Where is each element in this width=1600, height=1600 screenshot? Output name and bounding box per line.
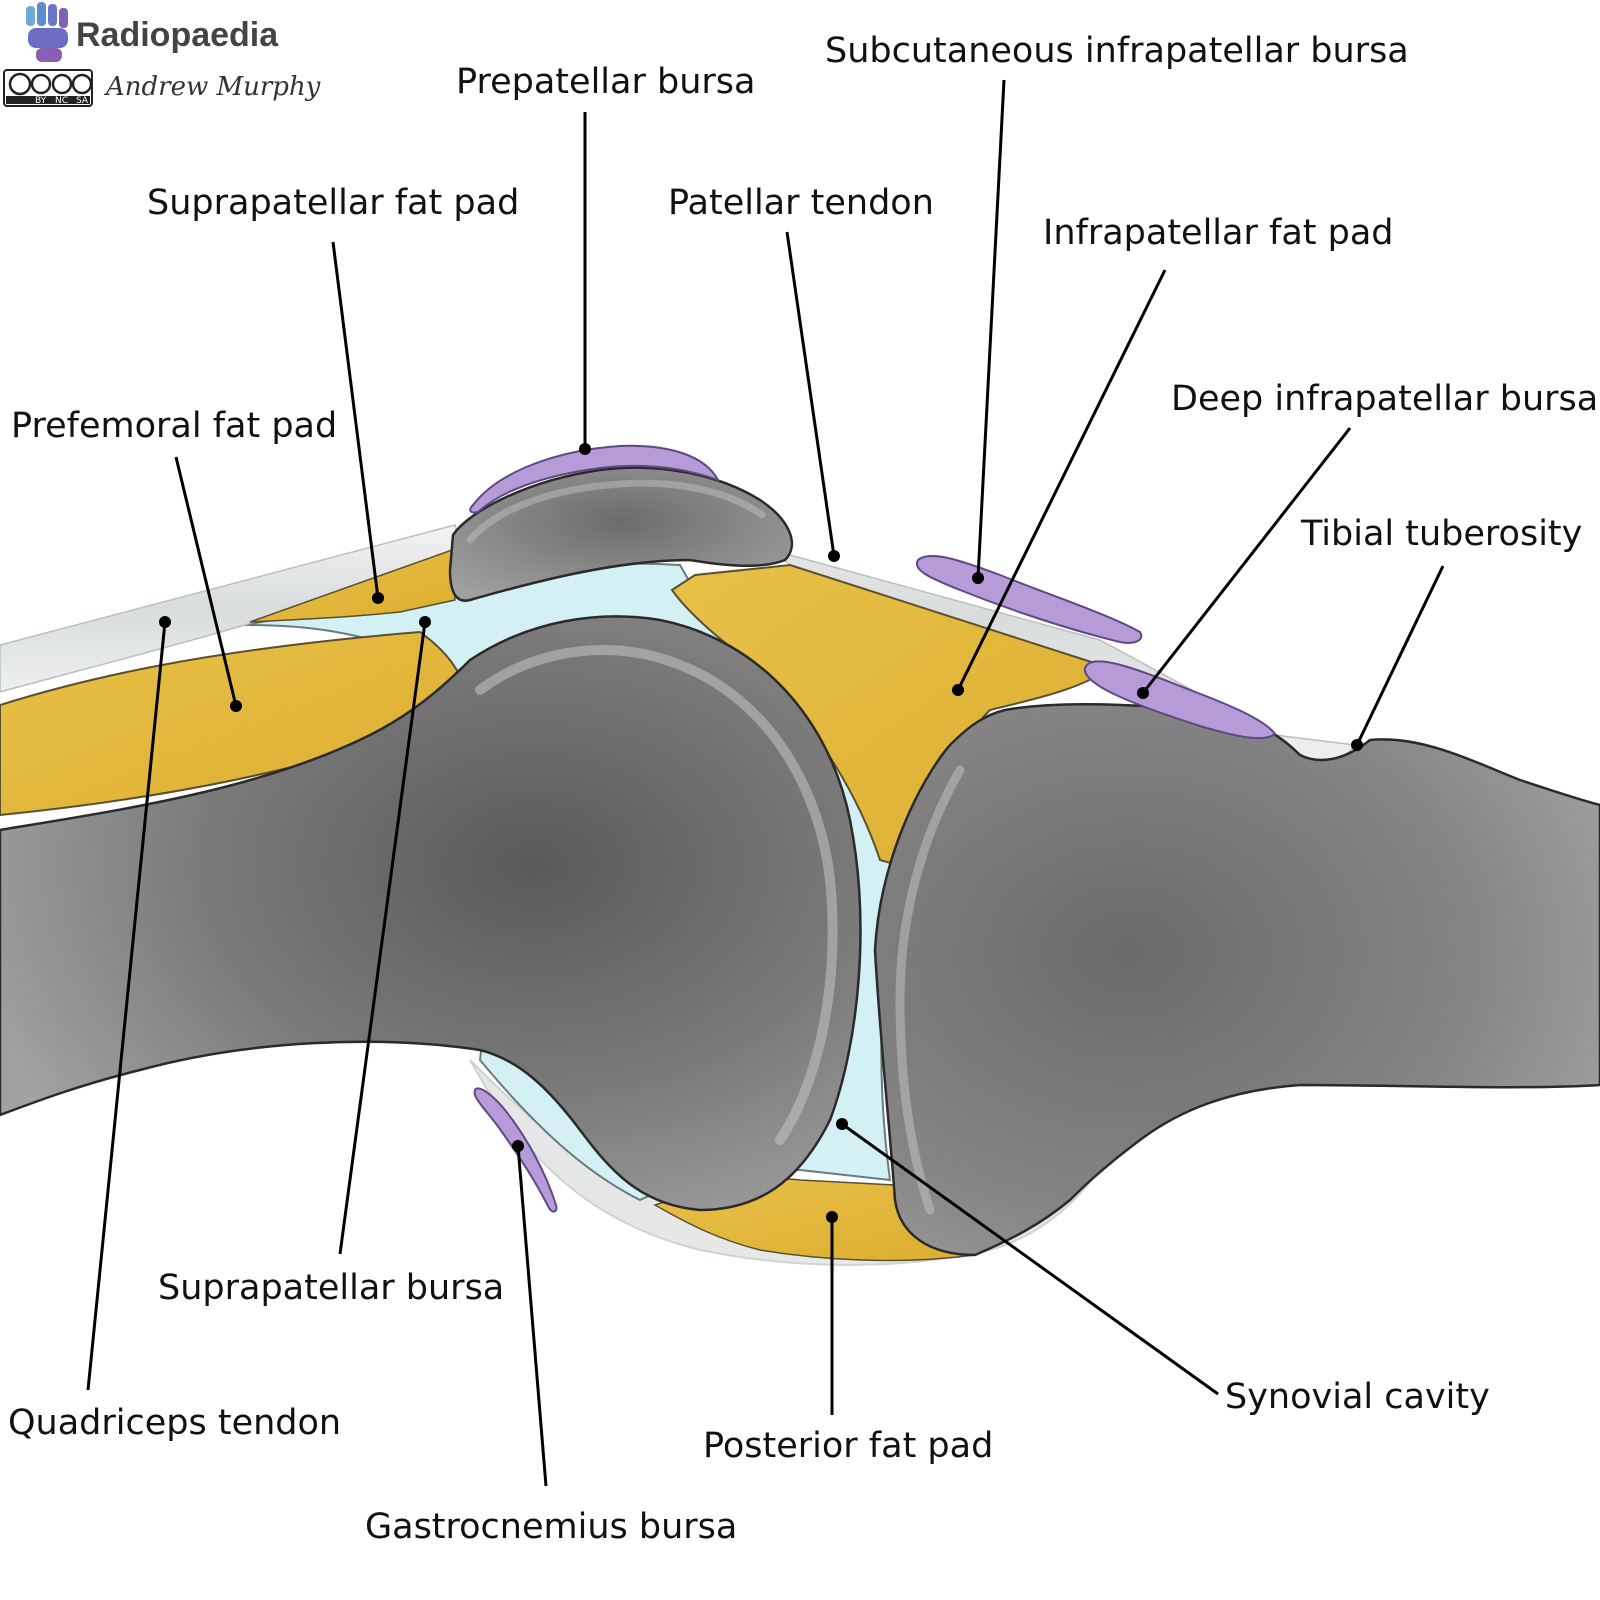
dot-patellar-tendon	[828, 550, 840, 562]
suprapatellar-fat-pad-shape	[249, 548, 456, 623]
radiopaedia-hand-logo-icon	[26, 2, 68, 62]
label-patellar-tendon: Patellar tendon	[668, 183, 934, 223]
label-posterior-fat-pad: Posterior fat pad	[703, 1426, 993, 1466]
label-suprapatellar-fat-pad: Suprapatellar fat pad	[147, 183, 519, 223]
label-quadriceps-tendon: Quadriceps tendon	[8, 1403, 341, 1443]
leader-suprapatellar-bursa	[338, 621, 427, 1255]
dot-prefemoral-fat-pad	[230, 700, 242, 712]
author-signature: Andrew Murphy	[104, 72, 321, 102]
dot-prepatellar-bursa	[579, 443, 591, 455]
label-prepatellar-bursa: Prepatellar bursa	[456, 62, 755, 102]
leader-patellar-tendon	[785, 231, 836, 557]
dot-subcutaneous-infrapatellar-bursa	[972, 572, 984, 584]
leader-deep-infrapatellar-bursa	[1141, 427, 1352, 694]
cc-sa-mark: SA	[76, 96, 89, 106]
leader-suprapatellar-fat-pad	[331, 241, 380, 599]
leader-gastrocnemius-bursa	[516, 1145, 548, 1487]
tibia-cortex-rim	[895, 765, 965, 1215]
label-suprapatellar-bursa: Suprapatellar bursa	[158, 1268, 504, 1308]
dot-posterior-fat-pad	[826, 1211, 838, 1223]
dot-suprapatellar-bursa	[419, 616, 431, 628]
brand-name: Radiopaedia	[76, 16, 279, 54]
dot-suprapatellar-fat-pad	[372, 592, 384, 604]
dot-infrapatellar-fat-pad	[952, 684, 964, 696]
dot-quadriceps-tendon	[159, 616, 171, 628]
prepatellar-bursa-shape	[469, 444, 721, 514]
leader-tibial-tuberosity	[1355, 565, 1445, 746]
leader-quadriceps-tendon	[86, 621, 167, 1391]
dot-tibial-tuberosity	[1351, 739, 1363, 751]
creative-commons-badge-icon: BY NC SA	[3, 69, 93, 107]
label-deep-infrapatellar-bursa: Deep infrapatellar bursa	[1171, 379, 1598, 419]
patella-cortex-rim	[466, 479, 766, 544]
radiopaedia-watermark: Radiopaedia BY NC SA Andrew Murphy	[3, 2, 321, 107]
label-gastrocnemius-bursa: Gastrocnemius bursa	[365, 1507, 737, 1547]
leader-subcutaneous-infrapatellar-bursa	[976, 79, 1006, 579]
label-prefemoral-fat-pad: Prefemoral fat pad	[11, 406, 337, 446]
label-infrapatellar-fat-pad: Infrapatellar fat pad	[1043, 213, 1394, 253]
cc-nc-mark: NC	[55, 96, 68, 106]
tibia-shape	[873, 702, 1600, 1257]
dot-synovial-cavity	[836, 1118, 848, 1130]
anatomy-illustration	[0, 444, 1600, 1266]
leader-synovial-cavity	[841, 1122, 1219, 1396]
label-subcutaneous-infrapatellar-bursa: Subcutaneous infrapatellar bursa	[825, 31, 1409, 71]
deep-infrapatellar-bursa-shape	[1083, 660, 1277, 740]
quadriceps-tendon-shape	[0, 524, 463, 693]
femur-shape	[0, 615, 862, 1212]
dot-deep-infrapatellar-bursa	[1137, 687, 1149, 699]
cc-by-mark: BY	[35, 96, 47, 106]
leader-infrapatellar-fat-pad	[956, 269, 1167, 691]
labels: Prepatellar bursa Subcutaneous infrapate…	[8, 31, 1598, 1547]
leader-prefemoral-fat-pad	[174, 456, 238, 707]
label-synovial-cavity: Synovial cavity	[1225, 1377, 1490, 1417]
leader-lines	[86, 79, 1445, 1487]
dot-gastrocnemius-bursa	[512, 1140, 524, 1152]
label-tibial-tuberosity: Tibial tuberosity	[1300, 514, 1582, 554]
femur-cortex-rim	[475, 645, 838, 1145]
